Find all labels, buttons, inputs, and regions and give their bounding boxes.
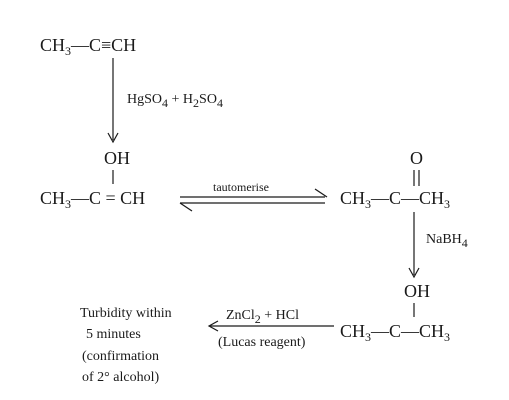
equilibrium-arrow: tautomerise: [179, 180, 328, 212]
reagent-hgso4-h2so4: HgSO4 + H2SO4: [127, 92, 223, 110]
svg-text:NaBH4: NaBH4: [426, 232, 468, 250]
svg-text:HgSO4 + H2SO4: HgSO4 + H2SO4: [127, 92, 223, 110]
svg-text:CH3—C = CH: CH3—C = CH: [40, 188, 145, 211]
arrow-reduction: [408, 212, 420, 279]
svg-text:OH: OH: [104, 148, 130, 168]
svg-text:of 2° alcohol): of 2° alcohol): [82, 370, 159, 385]
reagent-lucas: ZnCl2 + HCl (Lucas reagent): [218, 308, 306, 350]
isopropanol-formula: OH CH3—C—CH3: [340, 281, 450, 344]
svg-text:(confirmation: (confirmation: [82, 349, 159, 364]
svg-text:O: O: [410, 148, 423, 168]
arrow-hydration: [107, 58, 119, 144]
svg-text:CH3—C≡CH: CH3—C≡CH: [40, 35, 136, 58]
svg-text:CH3—C—CH3: CH3—C—CH3: [340, 321, 450, 344]
propyne-formula: CH3—C≡CH: [40, 35, 136, 58]
svg-text:Turbidity within: Turbidity within: [80, 306, 172, 321]
svg-text:OH: OH: [404, 281, 430, 301]
svg-text:(Lucas reagent): (Lucas reagent): [218, 335, 306, 350]
arrow-lucas: [207, 320, 334, 332]
svg-text:ZnCl2 + HCl: ZnCl2 + HCl: [226, 308, 299, 326]
result-note: Turbidity within 5 minutes (confirmation…: [80, 306, 172, 385]
svg-text:CH3—C—CH3: CH3—C—CH3: [340, 188, 450, 211]
acetone-formula: O CH3—C—CH3: [340, 148, 450, 211]
reagent-nabh4: NaBH4: [426, 232, 468, 250]
svg-text:tautomerise: tautomerise: [213, 180, 269, 194]
enol-formula: OH CH3—C = CH: [40, 148, 145, 211]
svg-text:5 minutes: 5 minutes: [86, 327, 141, 342]
